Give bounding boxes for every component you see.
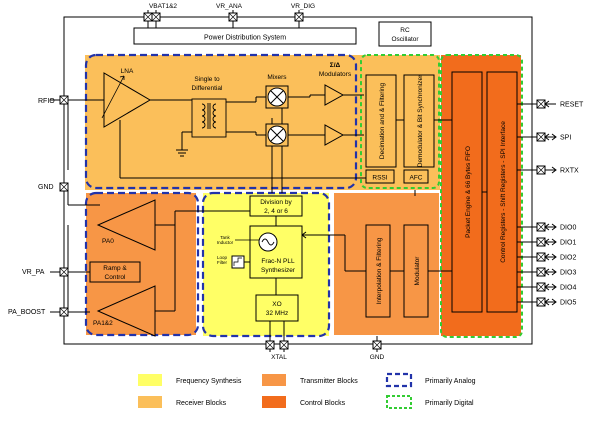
- mixer-1: [265, 85, 289, 109]
- rssi-label: RSSI: [372, 175, 387, 182]
- control-registers-box: [486, 71, 518, 313]
- control-registers-label: Control Registers - Shift Registers - SP…: [500, 121, 507, 263]
- vbat-label: VBAT1&2: [149, 3, 177, 10]
- legend-digital: Primarily Digital: [425, 400, 474, 407]
- pa0-label: PA0: [102, 238, 114, 245]
- right-pin-arrows: [544, 100, 557, 306]
- spi-label: SPI: [560, 135, 571, 142]
- xo-box: [255, 294, 299, 322]
- legend-frequency-synthesis-swatch: [138, 374, 162, 386]
- sigma-delta-label: Σ/Δ: [330, 62, 341, 69]
- dio2-label: DIO2: [560, 255, 576, 262]
- lna-label: LNA: [121, 68, 134, 75]
- modulator-box: [403, 224, 429, 318]
- afc-label: AFC: [410, 175, 423, 182]
- single-diff-label-2: Differential: [192, 85, 224, 92]
- decimation-label: Decimation and & Filtering: [379, 83, 386, 160]
- pa12-label: PA1&2: [93, 320, 113, 327]
- legend-digital-swatch: [386, 395, 412, 409]
- digital-boundary-control: [440, 54, 523, 338]
- ramp-label-1: Ramp &: [103, 265, 127, 272]
- rc-oscillator-label-2: Oscillator: [391, 36, 419, 43]
- dio0-label: DIO0: [560, 225, 576, 232]
- mixers-label: Mixers: [267, 74, 287, 81]
- left-pin-boxes: [59, 95, 69, 317]
- legend-receiver-swatch: [138, 396, 162, 408]
- vbat-pin: [143, 10, 161, 28]
- rx-wires: [119, 94, 416, 196]
- vr-ana-label: VR_ANA: [216, 3, 243, 10]
- pll-label-1: Frac-N PLL: [261, 258, 295, 265]
- rxtx-label: RXTX: [560, 168, 579, 175]
- xtal-label: XTAL: [271, 354, 287, 361]
- xo-label-2: 32 MHz: [266, 310, 288, 317]
- demodulator-label: Demodulator & Bit Synchronizer: [417, 74, 424, 167]
- digital-boundary-rx: [360, 54, 440, 189]
- analog-boundary-rx: [84, 53, 358, 190]
- modulator-label: Modulator: [414, 256, 421, 286]
- legend-receiver: Receiver Blocks: [176, 400, 227, 407]
- single-diff-label-1: Single to: [194, 76, 220, 83]
- rc-oscillator-label-1: RC: [400, 27, 410, 34]
- tank-label-1: Tank: [220, 235, 230, 240]
- rc-oscillator-box: [378, 21, 432, 47]
- interpolation-label: Interpolation & Filtering: [376, 237, 383, 304]
- transformer-icon: [191, 98, 227, 138]
- pll-label-2: Synthesizer: [261, 267, 296, 274]
- tx-wires: [301, 231, 452, 272]
- power-distribution-box: [133, 27, 357, 45]
- legend-control-swatch: [262, 396, 286, 408]
- reset-label: RESET: [560, 102, 584, 109]
- packet-engine-label: Packet Engine & 66 Bytes FIFO: [465, 146, 472, 238]
- dio5-label: DIO5: [560, 300, 576, 307]
- xo-label-1: XO: [272, 301, 281, 308]
- right-pin-boxes: [536, 99, 546, 307]
- gnd-bottom-label: GND: [370, 354, 385, 361]
- pa-wires: [155, 210, 250, 312]
- modulators-label: Modulators: [319, 71, 352, 78]
- legend-transmitter: Transmitter Blocks: [300, 378, 358, 385]
- legend-analog: Primarily Analog: [425, 378, 476, 385]
- dio1-label: DIO1: [560, 240, 576, 247]
- decimation-box: [365, 74, 397, 168]
- vr-pa-label: VR_PA: [22, 269, 45, 276]
- division-label-2: 2, 4 or 6: [264, 208, 288, 215]
- afc-box: [403, 169, 429, 184]
- legend-analog-swatch: [385, 372, 413, 388]
- analog-boundary-pa: [84, 191, 200, 337]
- tank-label-2: Inductor: [217, 240, 234, 245]
- analog-boundary-synth: [201, 191, 331, 338]
- division-label-1: Division by: [260, 199, 292, 206]
- pa-boost-label: PA_BOOST: [8, 309, 46, 316]
- power-distribution-label: Power Distribution System: [204, 35, 286, 42]
- mixer-2: [265, 123, 289, 147]
- legend-frequency-synthesis: Frequency Synthesis: [176, 378, 242, 385]
- gnd-left-label: GND: [38, 184, 54, 191]
- legend-transmitter-swatch: [262, 374, 286, 386]
- rfio-label: RFIO: [38, 98, 55, 105]
- packet-engine-box: [451, 71, 483, 313]
- loop-label-1: Loop: [217, 255, 228, 260]
- xtal-pins: [265, 321, 289, 352]
- dio4-label: DIO4: [560, 285, 576, 292]
- ramp-control-box: [89, 261, 141, 283]
- loop-label-2: Filter: [217, 260, 228, 265]
- vr-dig-label: VR_DIG: [291, 3, 315, 10]
- ramp-label-2: Control: [105, 274, 127, 281]
- demodulator-box: [403, 74, 435, 168]
- gnd-bottom-pin: [372, 336, 382, 352]
- legend-control: Control Blocks: [300, 400, 346, 407]
- vr-dig-pin: [294, 10, 304, 28]
- vr-ana-pin: [228, 10, 238, 28]
- rssi-box: [365, 169, 395, 184]
- dio3-label: DIO3: [560, 270, 576, 277]
